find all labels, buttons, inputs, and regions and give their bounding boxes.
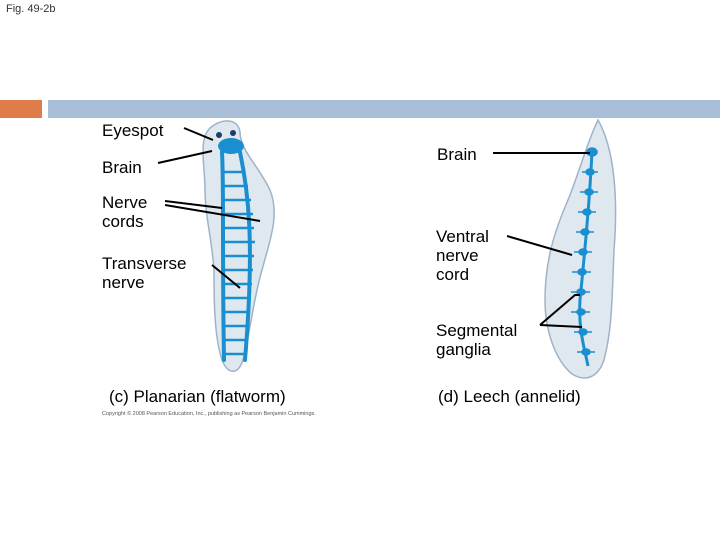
leech-segmental-ganglia (571, 147, 598, 356)
title-bar (48, 100, 720, 118)
label-brain-leech: Brain (437, 145, 477, 164)
planarian-body (202, 120, 275, 372)
planarian-transverse-nerves (222, 170, 255, 356)
planarian-brain (218, 138, 244, 154)
label-brain-planarian: Brain (102, 158, 142, 177)
figure-panel (98, 118, 620, 423)
leader-lines (157, 127, 590, 328)
figure-id: Fig. 49-2b (6, 3, 56, 15)
label-segmental-ganglia: Segmental ganglia (436, 321, 518, 359)
label-ventral-nerve-cord: Ventral nerve cord (436, 227, 489, 284)
title-bar-accent (0, 100, 42, 118)
label-transverse-nerve: Transverse nerve (102, 254, 187, 292)
caption-leech: (d) Leech (annelid) (438, 387, 581, 406)
planarian-eyespot-right (230, 130, 236, 136)
caption-planarian: (c) Planarian (flatworm) (109, 387, 286, 406)
planarian-nerve-cords (220, 150, 252, 362)
copyright-notice: Copyright © 2008 Pearson Education, Inc.… (102, 411, 316, 417)
planarian-eyespot-left (216, 132, 222, 138)
label-eyespot: Eyespot (102, 121, 164, 140)
label-nerve-cords: Nerve cords (102, 193, 148, 231)
